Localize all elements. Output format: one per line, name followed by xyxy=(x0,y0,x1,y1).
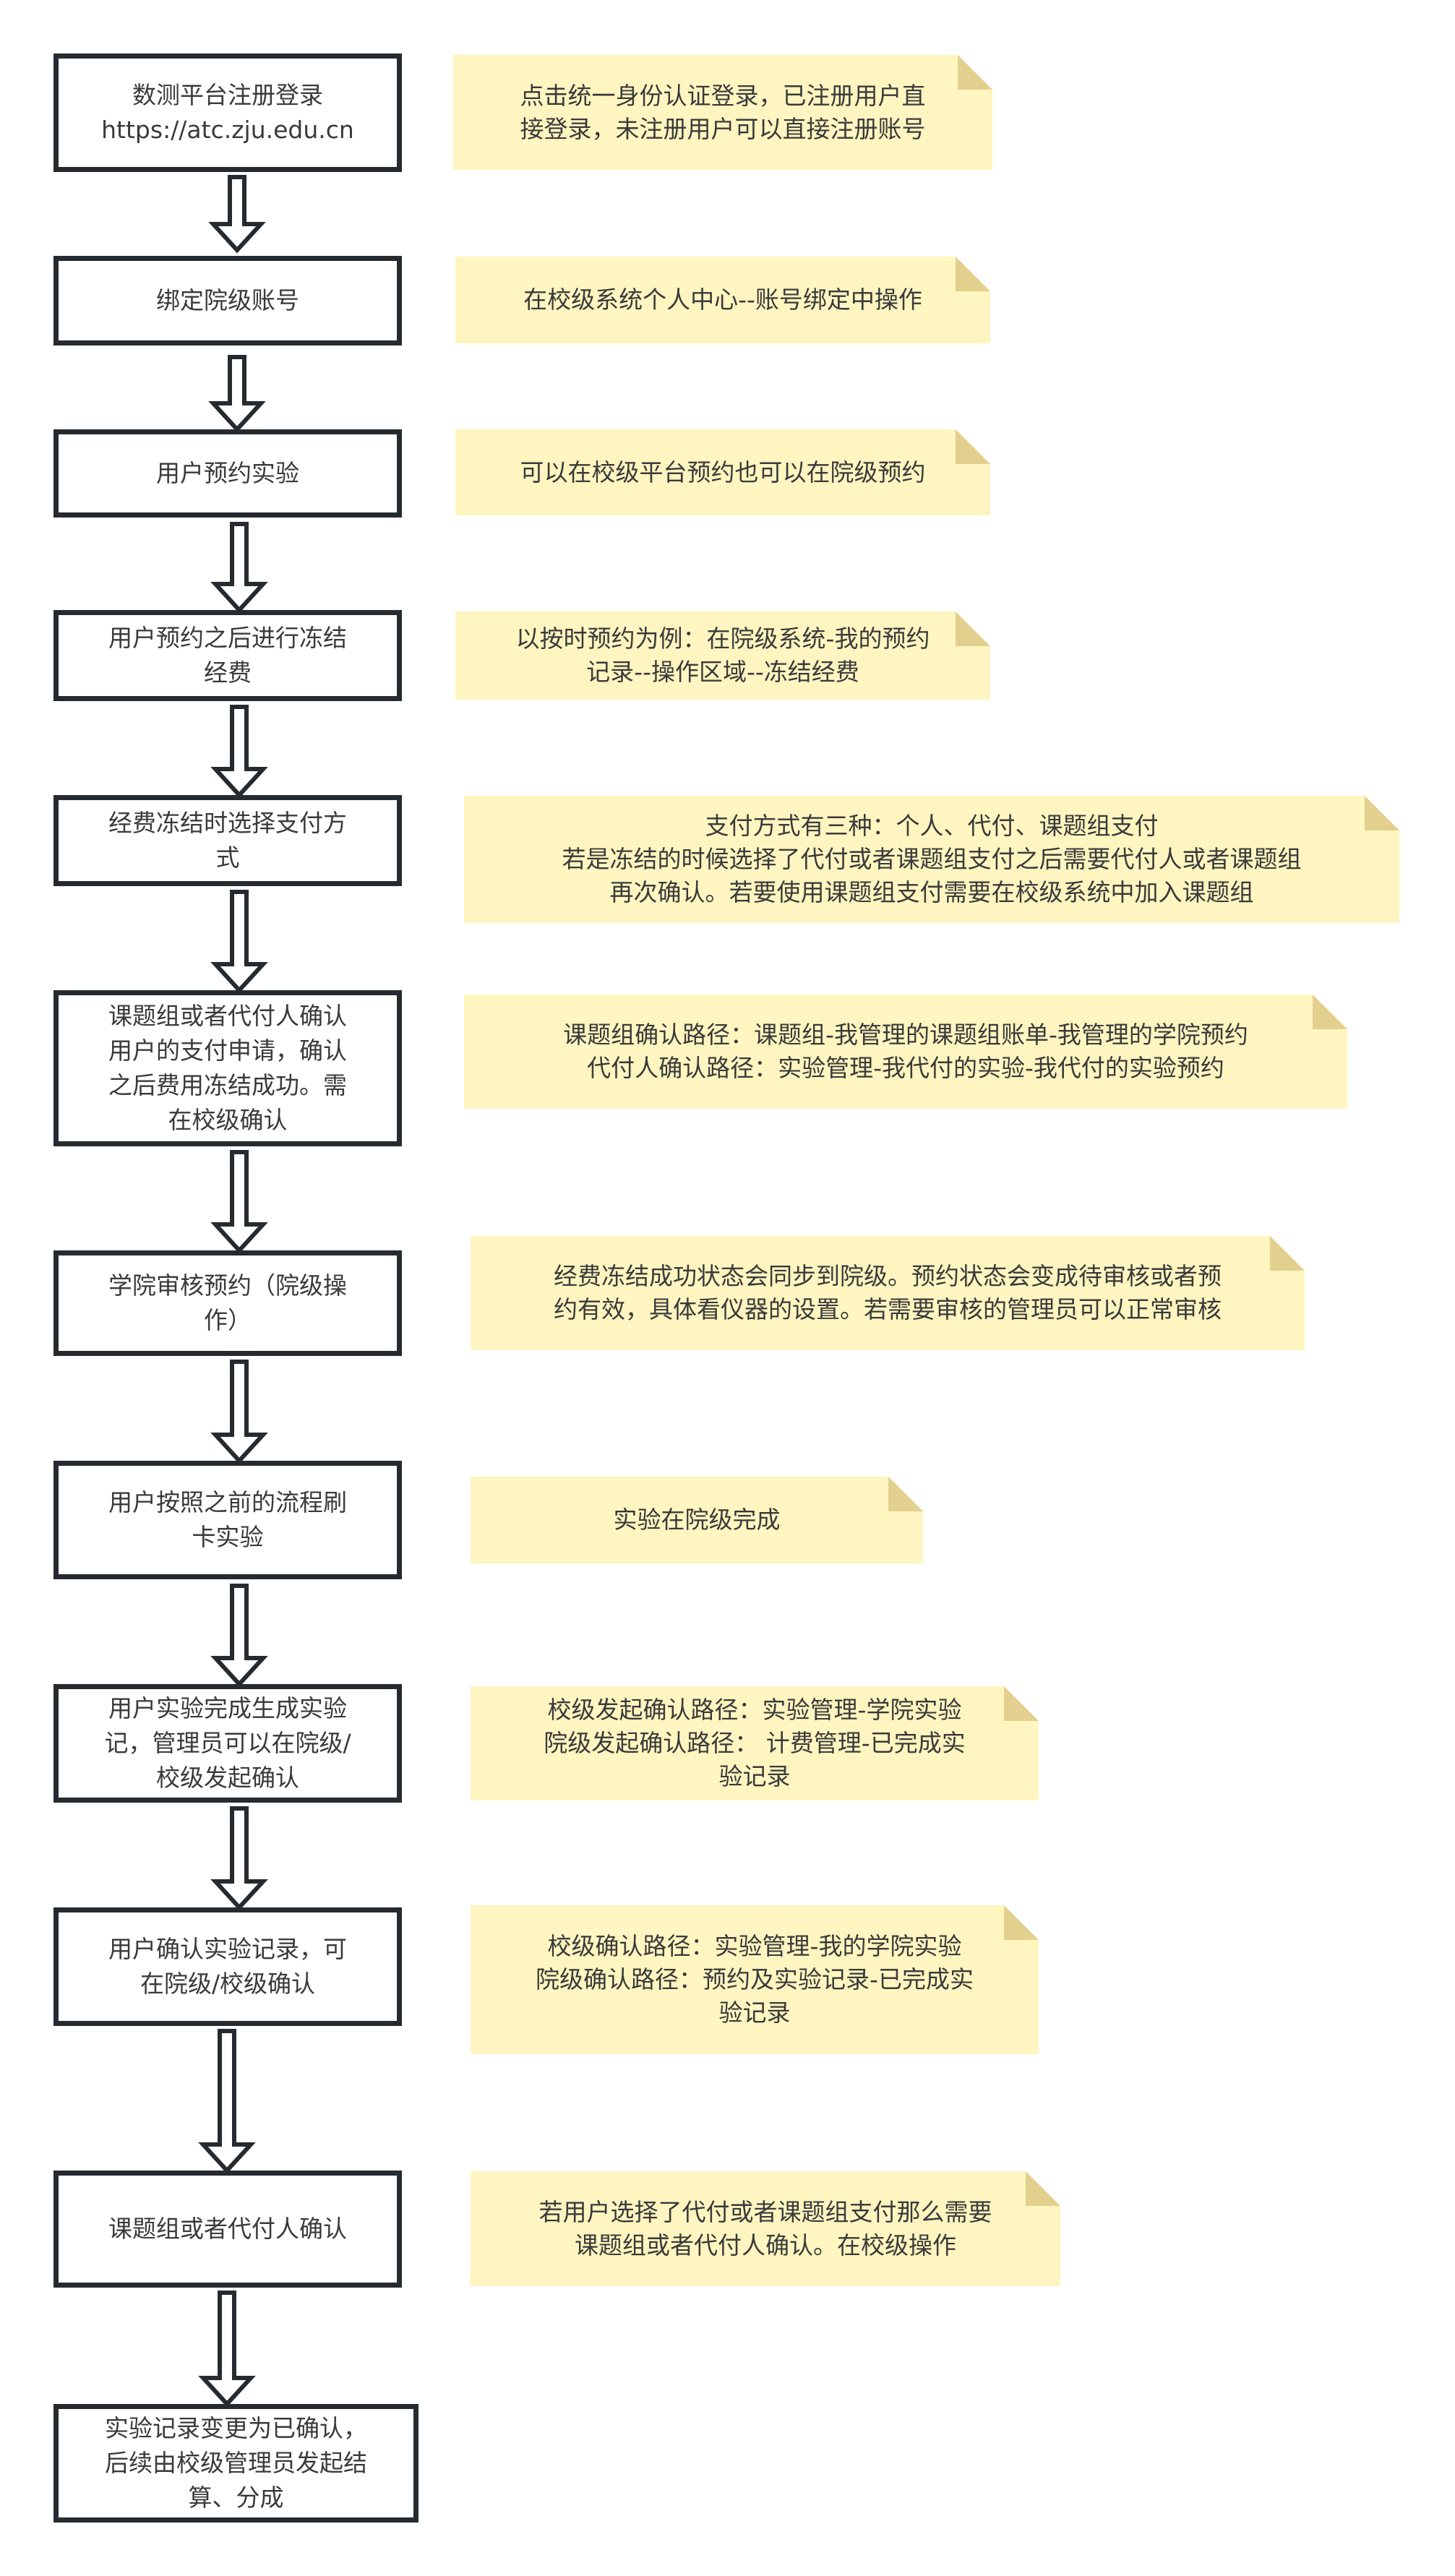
note-text: 若用户选择了代付或者课题组支付那么需要 课题组或者代付人确认。在校级操作 xyxy=(538,2197,992,2259)
flow-step-label: 用户预约实验 xyxy=(156,459,299,487)
flow-step-label: 课题组或者代付人确认 xyxy=(108,2215,347,2243)
note-text: 点击统一身份认证登录，已注册用户直 接登录，未注册用户可以直接注册账号 xyxy=(520,81,926,143)
flow-step-label: 用户确认实验记录，可 在院级/校级确认 xyxy=(108,1935,347,1998)
flow-step-label: 绑定院级账号 xyxy=(156,286,299,314)
flow-step-user-reserve: 用户预约实验 xyxy=(53,429,402,518)
flow-step-label: 数测平台注册登录 https://atc.zju.edu.cn xyxy=(101,81,354,144)
note-text: 支付方式有三种：个人、代付、课题组支付 若是冻结的时候选择了代付或者课题组支付之… xyxy=(562,812,1302,906)
down-arrow-icon xyxy=(208,175,266,254)
note-fold-corner xyxy=(956,429,990,464)
flow-step-label: 经费冻结时选择支付方 式 xyxy=(108,809,347,872)
down-arrow-icon xyxy=(198,2291,256,2408)
note-user-confirm-paths: 校级确认路径：实验管理-我的学院实验 院级确认路径：预约及实验记录-已完成实 验… xyxy=(471,1905,1039,2054)
note-fold-corner xyxy=(956,257,990,291)
down-arrow-icon xyxy=(208,355,266,433)
down-arrow-icon xyxy=(210,705,268,799)
note-fold-corner xyxy=(956,611,990,646)
note-bind-account-hint: 在校级系统个人中心--账号绑定中操作 xyxy=(455,257,990,343)
down-arrow-icon xyxy=(210,1360,268,1464)
down-arrow-icon xyxy=(210,522,268,614)
note-text: 校级确认路径：实验管理-我的学院实验 院级确认路径：预约及实验记录-已完成实 验… xyxy=(536,1932,974,2027)
note-text: 课题组确认路径：课题组-我管理的课题组账单-我管理的学院预约 代付人确认路径：实… xyxy=(563,1021,1248,1082)
note-fold-corner xyxy=(1004,1686,1039,1721)
note-confirm-paths: 课题组确认路径：课题组-我管理的课题组账单-我管理的学院预约 代付人确认路径：实… xyxy=(464,995,1347,1109)
note-text: 校级发起确认路径：实验管理-学院实验 院级发起确认路径： 计费管理-已完成实 验… xyxy=(544,1696,966,1790)
note-freeze-hint: 以按时预约为例：在院级系统-我的预约 记录--操作区域--冻结经费 xyxy=(455,611,990,700)
note-fold-corner xyxy=(1365,796,1399,830)
note-text: 以按时预约为例：在院级系统-我的预约 记录--操作区域--冻结经费 xyxy=(515,624,930,686)
flow-step-payer-confirm-application: 课题组或者代付人确认 用户的支付申请，确认 之后费用冻结成功。需 在校级确认 xyxy=(53,990,402,1146)
note-payment-methods: 支付方式有三种：个人、代付、课题组支付 若是冻结的时候选择了代付或者课题组支付之… xyxy=(464,796,1399,923)
down-arrow-icon xyxy=(198,2029,256,2174)
down-arrow-icon xyxy=(210,1806,268,1911)
flow-step-generate-record: 用户实验完成生成实验 记，管理员可以在院级/ 校级发起确认 xyxy=(53,1684,402,1803)
note-payer-confirm-hint: 若用户选择了代付或者课题组支付那么需要 课题组或者代付人确认。在校级操作 xyxy=(471,2171,1060,2286)
note-fold-corner xyxy=(1270,1236,1305,1271)
flow-step-choose-payment: 经费冻结时选择支付方 式 xyxy=(53,795,402,886)
note-experiment-done: 实验在院级完成 xyxy=(471,1477,923,1563)
flow-step-user-confirm-record: 用户确认实验记录，可 在院级/校级确认 xyxy=(53,1907,402,2026)
note-text: 可以在校级平台预约也可以在院级预约 xyxy=(520,458,926,486)
note-review-status: 经费冻结成功状态会同步到院级。预约状态会变成待审核或者预 约有效，具体看仪器的设… xyxy=(471,1236,1305,1350)
flow-step-label: 用户按照之前的流程刷 卡实验 xyxy=(108,1488,347,1551)
flow-step-bind-college-account: 绑定院级账号 xyxy=(53,256,402,345)
flow-step-college-review: 学院审核预约（院级操 作） xyxy=(53,1250,402,1356)
flow-step-card-experiment: 用户按照之前的流程刷 卡实验 xyxy=(53,1461,402,1579)
flow-step-freeze-funds: 用户预约之后进行冻结 经费 xyxy=(53,610,402,701)
note-text: 经费冻结成功状态会同步到院级。预约状态会变成待审核或者预 约有效，具体看仪器的设… xyxy=(554,1262,1222,1323)
note-fold-corner xyxy=(1004,1905,1039,1940)
down-arrow-icon xyxy=(210,1584,268,1688)
note-fold-corner xyxy=(1313,995,1347,1029)
down-arrow-icon xyxy=(210,1150,268,1254)
flow-step-label: 用户预约之后进行冻结 经费 xyxy=(108,624,347,687)
flow-step-record-confirmed: 实验记录变更为已确认， 后续由校级管理员发起结 算、分成 xyxy=(53,2404,419,2523)
note-fold-corner xyxy=(1026,2171,1060,2206)
note-initiate-confirm-paths: 校级发起确认路径：实验管理-学院实验 院级发起确认路径： 计费管理-已完成实 验… xyxy=(471,1686,1039,1800)
note-reserve-hint: 可以在校级平台预约也可以在院级预约 xyxy=(455,429,990,515)
flow-step-label: 课题组或者代付人确认 用户的支付申请，确认 之后费用冻结成功。需 在校级确认 xyxy=(108,1002,347,1134)
flow-step-label: 实验记录变更为已确认， 后续由校级管理员发起结 算、分成 xyxy=(105,2414,367,2512)
flow-step-payer-confirm: 课题组或者代付人确认 xyxy=(53,2171,402,2288)
note-text: 在校级系统个人中心--账号绑定中操作 xyxy=(523,285,922,314)
down-arrow-icon xyxy=(210,890,268,994)
flow-step-label: 学院审核预约（院级操 作） xyxy=(108,1271,347,1334)
note-login-hint: 点击统一身份认证登录，已注册用户直 接登录，未注册用户可以直接注册账号 xyxy=(453,55,992,170)
note-fold-corner xyxy=(888,1477,923,1511)
flow-step-label: 用户实验完成生成实验 记，管理员可以在院级/ 校级发起确认 xyxy=(104,1694,351,1792)
note-fold-corner xyxy=(958,55,992,90)
flow-step-register-login: 数测平台注册登录 https://atc.zju.edu.cn xyxy=(53,53,402,172)
note-text: 实验在院级完成 xyxy=(613,1506,781,1534)
